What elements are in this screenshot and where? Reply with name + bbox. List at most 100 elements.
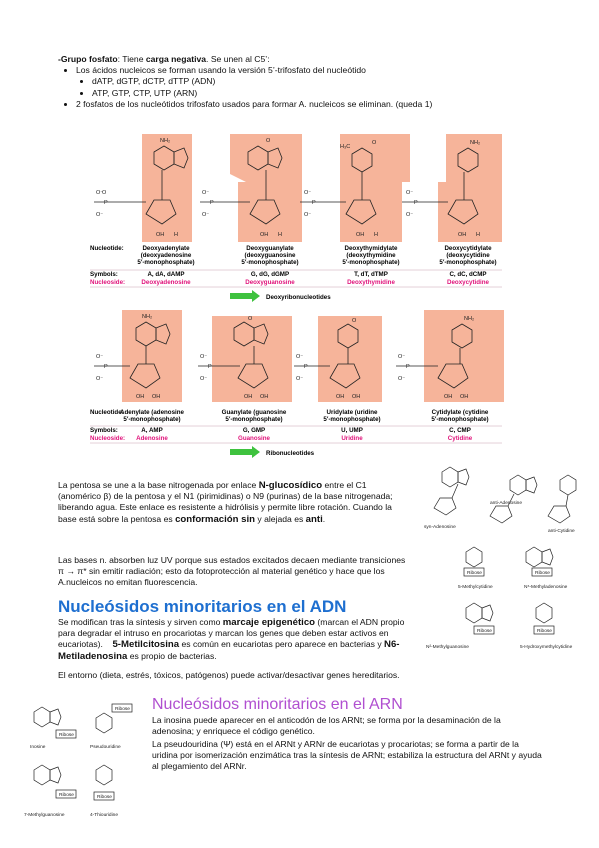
phosphate-section: -Grupo fosfato: Tiene carga negativa. Se… — [58, 54, 558, 110]
ribo-u-symbols: U, UMP — [341, 427, 363, 434]
methylcytidine-label: 5-Methylcytidine — [458, 584, 493, 590]
epigenetic-term: marcaje epigenético — [222, 617, 316, 628]
phosphate-sub-2: ATP, GTP, CTP, UTP (ARN) — [92, 88, 558, 99]
phosphate-sub-1: dATP, dGTP, dCTP, dTTP (ADN) — [92, 76, 558, 87]
ribose-label-1: Ribose — [467, 570, 482, 576]
svg-text:O⁻: O⁻ — [296, 376, 303, 382]
ribo-g-name: Guanylate (guanosine — [222, 409, 287, 416]
base-bg-g — [230, 134, 302, 182]
ribo-a-name2: 5′-monophosphate) — [123, 416, 180, 423]
ribose-label-2: Ribose — [535, 570, 550, 576]
ribo-label-table: Nucleotide: Symbols: Nucleoside: Adenyla… — [90, 406, 505, 466]
n-glycosidic-term: N-glucosídico — [258, 480, 323, 491]
ribose-label-l1: Ribose — [59, 732, 74, 738]
modified-nucleosides-figure: syn-Adenosine anti-Adenosine anti-Cytidi… — [420, 458, 590, 674]
anti-cytidine-label: anti-Cytidine — [548, 528, 575, 534]
n2-methylguanosine-label: N²-Methylguanosine — [426, 644, 469, 650]
environment-paragraph: El entorno (dieta, estrés, tóxicos, pató… — [58, 670, 400, 680]
ribo-u-nucleoside: Uridine — [341, 435, 363, 442]
deoxy-t-symbols: T, dT, dTMP — [354, 271, 388, 278]
deoxy-label-table: Nucleotide: Symbols: Nucleoside: Deoxyad… — [90, 242, 505, 302]
phosphate-intro-b: . Se unen al C5’: — [206, 54, 270, 64]
svg-text:O⁻: O⁻ — [96, 376, 103, 382]
ribo-u-name2: 5′-monophosphate) — [323, 416, 380, 423]
deoxy-row-symbols: Symbols: — [90, 271, 118, 278]
svg-text:O: O — [248, 316, 253, 322]
phosphate-bullet-1: Los ácidos nucleicos se forman usando la… — [76, 65, 558, 99]
svg-text:H: H — [278, 232, 282, 238]
anti-term: anti — [305, 513, 323, 525]
svg-text:O⁻: O⁻ — [406, 212, 413, 218]
ribo-arrow-icon — [230, 446, 260, 458]
svg-text:OH: OH — [352, 394, 360, 400]
deoxy-arrow-icon — [230, 290, 260, 302]
base-bg-c — [446, 134, 502, 182]
ribo-bg-c — [424, 310, 504, 402]
phosphate-intro-a: : Tiene — [117, 54, 146, 64]
svg-text:P: P — [304, 364, 308, 370]
ribo-banner: Ribonucleotides — [266, 450, 315, 457]
deoxy-a-name: Deoxyadenylate — [142, 245, 190, 252]
ribose-label-l2: Ribose — [115, 706, 130, 712]
svg-text:P: P — [208, 364, 212, 370]
svg-text:OH: OH — [458, 232, 466, 238]
svg-text:O: O — [372, 140, 377, 146]
svg-text:P: P — [104, 200, 108, 206]
n6-methyladenosine-label: N⁶-Methyladenosine — [524, 584, 568, 590]
methyladenosine-term: N6-Metiladenosina — [58, 639, 400, 662]
ribose-label-l3: Ribose — [59, 792, 74, 798]
ribo-c-nucleoside: Cytidine — [448, 435, 473, 442]
deoxy-row-nucleoside: Nucleoside: — [90, 279, 125, 286]
deoxy-c-name: Deoxycytidylate — [444, 245, 492, 252]
deoxy-c-name3: 5′-monophosphate) — [439, 259, 496, 266]
svg-text:O: O — [102, 190, 107, 196]
base-bg-a — [142, 134, 192, 182]
ribo-a-name: Adenylate (adenosine — [120, 409, 185, 416]
svg-text:P: P — [210, 200, 214, 206]
svg-text:OH: OH — [136, 394, 144, 400]
deoxy-g-name2: (deoxyguanosine — [245, 252, 296, 259]
deoxy-banner: Deoxyribonucleotides — [266, 294, 331, 301]
ribo-u-name: Uridylate (uridine — [327, 409, 378, 416]
hydroxymethylcytidine-label: 5-Hydroxymethylcytidine — [520, 644, 573, 650]
ribo-g-name2: 5′-monophosphate) — [225, 416, 282, 423]
svg-text:O⁻: O⁻ — [96, 212, 103, 218]
svg-text:P: P — [312, 200, 316, 206]
svg-text:O⁻: O⁻ — [200, 376, 207, 382]
svg-text:O⁻: O⁻ — [202, 212, 209, 218]
inosine-label: Inosine — [30, 744, 46, 750]
svg-text:O: O — [266, 138, 271, 144]
ribo-bg-u — [318, 316, 382, 402]
thiouridine-label: 4-Thiouridine — [90, 812, 118, 818]
deoxy-g-nucleoside: Deoxyguanosine — [245, 279, 295, 286]
uv-paragraph: Las bases n. absorben luz UV porque sus … — [58, 555, 406, 588]
svg-text:H: H — [174, 232, 178, 238]
svg-text:O⁻: O⁻ — [406, 190, 413, 196]
sugar-bg-a — [142, 182, 192, 242]
ribo-bg-a — [122, 310, 182, 402]
svg-text:O⁻: O⁻ — [296, 354, 303, 360]
ribo-c-name: Cytidylate (cytidine — [432, 409, 489, 416]
pseudouridine-label: Pseudouridine — [90, 744, 121, 750]
ribose-label-l4: Ribose — [97, 794, 112, 800]
deoxy-c-symbols: C, dC, dCMP — [449, 271, 486, 278]
deoxy-t-nucleoside: Deoxythymidine — [347, 279, 395, 286]
pentose-paragraph: La pentosa se une a la base nitrogenada … — [58, 480, 393, 525]
inosine-paragraph: La inosina puede aparecer en el anticodó… — [152, 715, 501, 737]
deoxy-row-nucleotide: Nucleotide: — [90, 245, 124, 252]
ribo-a-symbols: A, AMP — [141, 427, 162, 434]
svg-text:NH₂: NH₂ — [464, 316, 474, 322]
svg-text:O⁻: O⁻ — [96, 354, 103, 360]
methylcytosine-term: 5-Metilcitosina — [112, 639, 180, 651]
svg-text:O⁻: O⁻ — [304, 190, 311, 196]
svg-text:NH₂: NH₂ — [142, 314, 152, 320]
svg-text:OH: OH — [156, 232, 164, 238]
deoxy-g-symbols: G, dG, dGMP — [251, 271, 289, 278]
rna-modified-figure: Inosine Pseudouridine 7-Methylguanosine … — [20, 696, 150, 828]
deoxy-a-name3: 5′-monophosphate) — [137, 259, 194, 266]
dna-minor-paragraph: Se modifican tras la síntesis y sirven c… — [58, 617, 405, 662]
sugar-bg-t — [340, 182, 402, 242]
